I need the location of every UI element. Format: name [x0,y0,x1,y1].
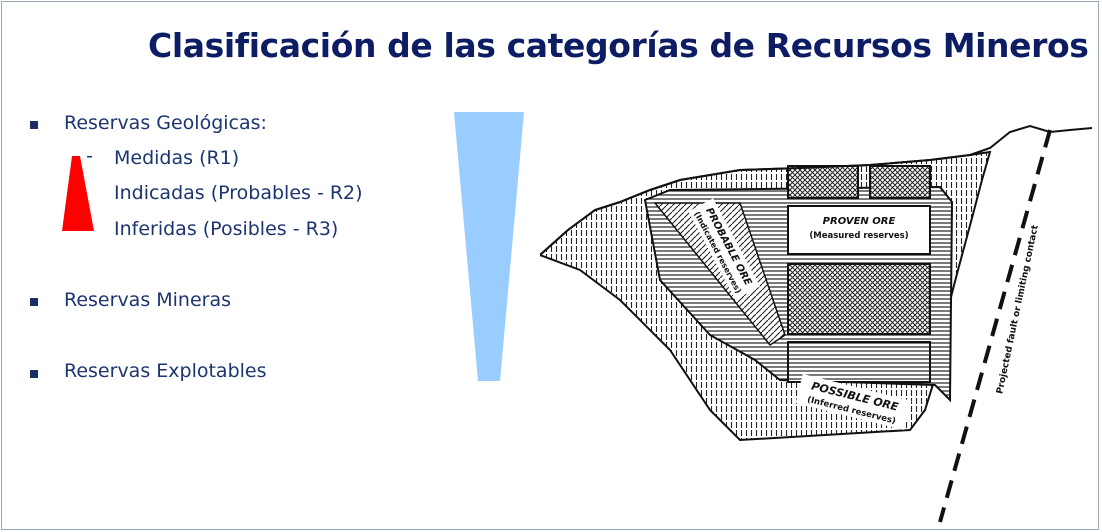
red-wedge-shape [62,156,94,231]
proven-ore-block [787,263,931,335]
proven-ore-block [787,165,859,199]
probable-label-box [688,198,761,300]
bullet-reservas-explotables: Reservas Explotables [64,360,267,382]
bullet-marker [30,121,38,129]
proven-label-box [798,210,920,246]
subitem-indicadas: Indicadas (Probables - R2) [114,182,363,204]
bullet-reservas-mineras: Reservas Mineras [64,289,232,311]
fault-line [938,129,1052,523]
dash-marker: - [86,145,93,167]
ore-block [787,341,931,383]
blue-wedge-shape [454,112,524,381]
ground-surface-line [540,124,1093,256]
slide-title: Clasificación de las categorías de Recur… [148,26,1089,65]
bullet-marker [30,370,38,378]
subitem-inferidas: Inferidas (Posibles - R3) [114,218,339,240]
bullet-reservas-geologicas: Reservas Geológicas: [64,112,267,134]
bullet-marker [30,298,38,306]
proven-ore-label: PROVEN ORE [823,216,896,227]
ore-reserves-diagram: PROVEN ORE (Measured reserves) PROBABLE … [540,124,1093,523]
subitem-medidas: Medidas (R1) [114,147,240,169]
proven-ore-sublabel: (Measured reserves) [809,231,908,241]
proven-ore-block [869,165,931,199]
possible-label-box [795,373,912,431]
